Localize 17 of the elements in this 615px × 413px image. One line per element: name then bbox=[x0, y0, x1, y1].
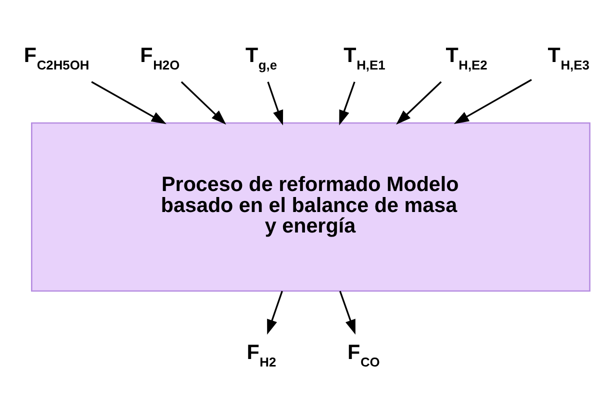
arrow bbox=[267, 290, 283, 334]
node-text: T$_{H,E3}$ bbox=[548, 44, 590, 72]
node-text: F$_{H2O}$ bbox=[140, 44, 180, 72]
arrow bbox=[180, 80, 226, 124]
node-box: Proceso de reformado Modelo basado en el balance de masa y energía bbox=[31, 122, 590, 292]
node-text: F$_{C2H5OH}$ bbox=[24, 44, 90, 72]
node-text: F$_{CO}$ bbox=[348, 340, 380, 370]
node-text: F$_{H2}$ bbox=[246, 340, 276, 370]
arrow bbox=[396, 80, 442, 124]
node-text: T$_{H,E2}$ bbox=[446, 44, 488, 72]
arrow bbox=[339, 81, 356, 125]
node-text: T$_{H,E1}$ bbox=[344, 44, 386, 72]
arrow bbox=[91, 80, 166, 124]
arrow bbox=[339, 290, 356, 334]
arrow bbox=[454, 78, 532, 124]
node-text: T$_{g,e}$ bbox=[245, 44, 278, 72]
arrow bbox=[267, 81, 284, 125]
